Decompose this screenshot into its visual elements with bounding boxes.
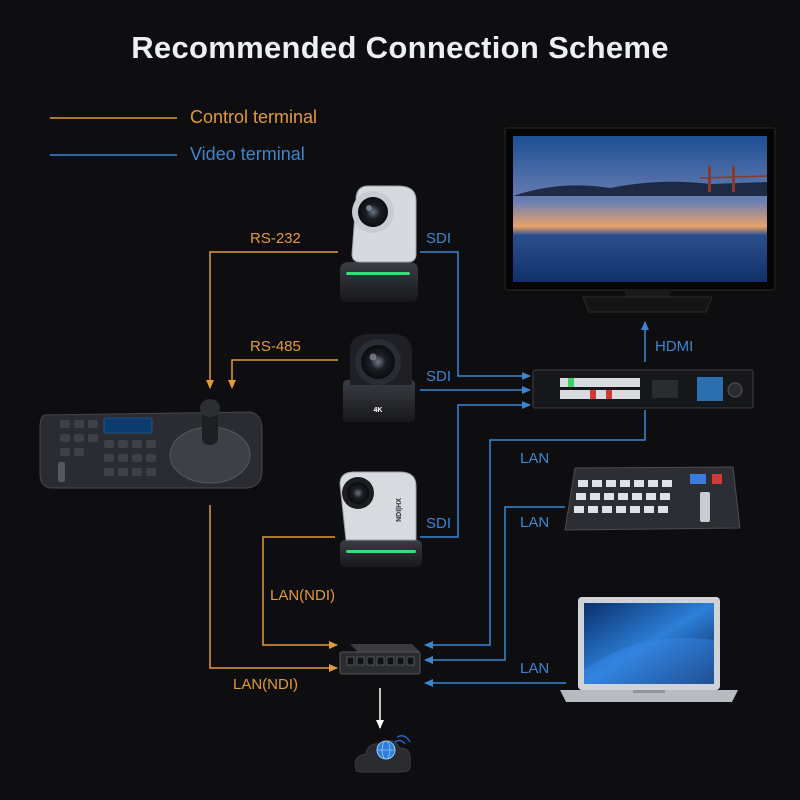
lan-label-3: LAN [520,660,550,677]
laptop-icon [560,597,738,702]
mixer-lan-line [424,506,565,664]
sdi-label-1: SDI [426,230,452,247]
lan-ndi-label-1: LAN(NDI) [270,587,336,604]
ptz-camera-1-icon [340,185,418,302]
lan-label-1: LAN [520,450,550,467]
rs232-label: RS-232 [250,230,301,247]
rs232-line [206,251,338,389]
network-switch-icon [339,644,421,675]
legend-control-label: Control terminal [190,107,318,127]
switcher-lan-line [424,410,646,649]
monitor-icon [504,127,776,313]
camera3-lan-ndi-line [262,536,338,649]
page-title: Recommended Connection Scheme [131,30,669,65]
controller-lan-ndi-line [209,505,338,672]
cloud-globe-icon [354,735,411,773]
sdi-label-3: SDI [426,515,452,532]
rs485-label: RS-485 [250,338,301,355]
lan-label-2: LAN [520,514,550,531]
rs485-line [228,359,338,389]
camera2-badge: 4K [374,407,383,414]
ptz-controller-icon [39,399,263,489]
legend-video-label: Video terminal [190,144,305,164]
live-mixer-icon [564,466,741,531]
ptz-camera-2-icon: 4K [343,334,415,422]
ptz-camera-3-icon: NDI|HX [339,471,422,567]
hdmi-label: HDMI [655,338,694,355]
sdi-label-2: SDI [426,368,452,385]
lan-ndi-label-2: LAN(NDI) [233,676,299,693]
video-switcher-icon [532,369,754,409]
camera1-sdi-line [420,251,531,380]
camera3-sdi-line [420,401,531,538]
camera3-badge: NDI|HX [396,498,403,522]
